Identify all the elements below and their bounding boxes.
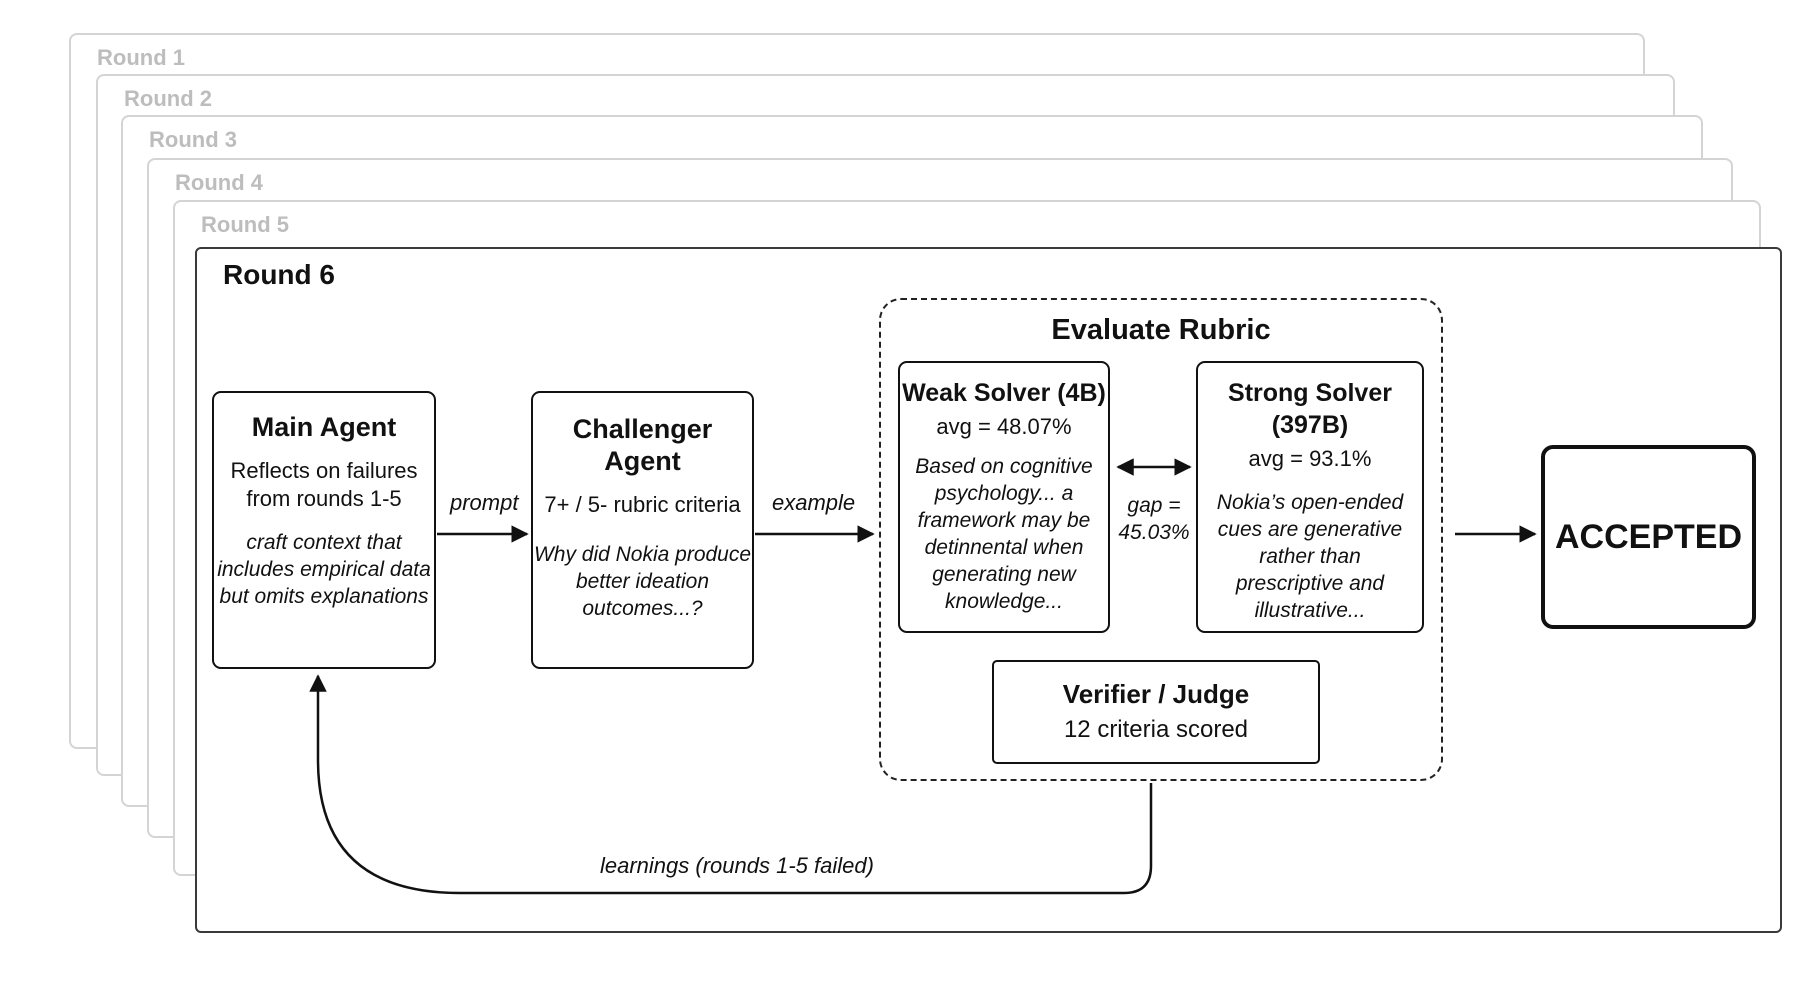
strong-solver-note: rather than xyxy=(1259,545,1361,568)
main-agent-line: from rounds 1-5 xyxy=(246,486,402,511)
challenger-agent-note: Why did Nokia produce xyxy=(533,543,752,566)
challenger-agent-box: Challenger Agent 7+ / 5- rubric criteria… xyxy=(531,391,754,669)
edge-label-prompt: prompt xyxy=(450,490,519,515)
strong-solver-avg: avg = 93.1% xyxy=(1248,446,1372,471)
gap-label-line: gap = xyxy=(1127,494,1181,517)
accepted-label: ACCEPTED xyxy=(1554,517,1743,556)
round-label-5: Round 5 xyxy=(201,212,289,237)
weak-solver-note: psychology... a xyxy=(934,482,1074,505)
challenger-agent-line: 7+ / 5- rubric criteria xyxy=(544,492,741,517)
verifier-judge-box: Verifier / Judge 12 criteria scored xyxy=(992,660,1320,764)
weak-solver-note: framework may be xyxy=(917,509,1091,532)
round-label-3: Round 3 xyxy=(149,127,237,152)
edge-label-example: example xyxy=(772,490,856,515)
challenger-agent-note: better ideation xyxy=(575,570,710,593)
round-label-2: Round 2 xyxy=(124,86,212,111)
evaluate-rubric-title: Evaluate Rubric xyxy=(1051,314,1271,346)
weak-solver-note: detinnental when xyxy=(924,536,1084,559)
strong-solver-note: prescriptive and xyxy=(1235,572,1385,595)
verifier-judge-sub: 12 criteria scored xyxy=(1063,716,1249,743)
challenger-agent-note: outcomes...? xyxy=(582,597,703,620)
weak-solver-box: Weak Solver (4B) avg = 48.07% Based on c… xyxy=(898,361,1110,633)
round-label-4: Round 4 xyxy=(175,170,263,195)
weak-solver-note: knowledge... xyxy=(945,590,1063,613)
gap-label-value: 45.03% xyxy=(1118,521,1190,544)
main-agent-note: craft context that xyxy=(246,531,402,554)
weak-solver-title: Weak Solver (4B) xyxy=(902,379,1106,407)
evaluate-rubric-group: Evaluate Rubric xyxy=(879,298,1443,781)
strong-solver-box: Strong Solver (397B) avg = 93.1% Nokia’s… xyxy=(1196,361,1424,633)
verifier-judge-title: Verifier / Judge xyxy=(1062,679,1250,709)
arrow-feedback-learnings xyxy=(309,674,1153,895)
main-agent-note: includes empirical data xyxy=(217,558,431,581)
weak-solver-note: Based on cognitive xyxy=(915,455,1093,478)
challenger-agent-title: Challenger Agent xyxy=(572,414,713,476)
strong-solver-note: cues are generative xyxy=(1217,518,1403,541)
accepted-box: ACCEPTED xyxy=(1541,445,1756,629)
main-agent-line: Reflects on failures xyxy=(230,458,418,483)
strong-solver-title: Strong Solver (397B) xyxy=(1228,379,1392,439)
weak-solver-avg: avg = 48.07% xyxy=(936,414,1072,439)
weak-solver-note: generating new xyxy=(932,563,1076,586)
gap-label: gap = 45.03% xyxy=(1112,492,1196,546)
round-label-6: Round 6 xyxy=(223,259,335,290)
round-label-1: Round 1 xyxy=(97,45,185,70)
main-agent-title: Main Agent xyxy=(251,412,397,442)
strong-solver-note: illustrative... xyxy=(1254,599,1366,622)
strong-solver-note: Nokia’s open-ended xyxy=(1216,491,1404,514)
edge-label-learnings: learnings (rounds 1-5 failed) xyxy=(600,853,874,878)
main-agent-box: Main Agent Reflects on failures from rou… xyxy=(212,391,436,669)
main-agent-note: but omits explanations xyxy=(219,585,429,608)
